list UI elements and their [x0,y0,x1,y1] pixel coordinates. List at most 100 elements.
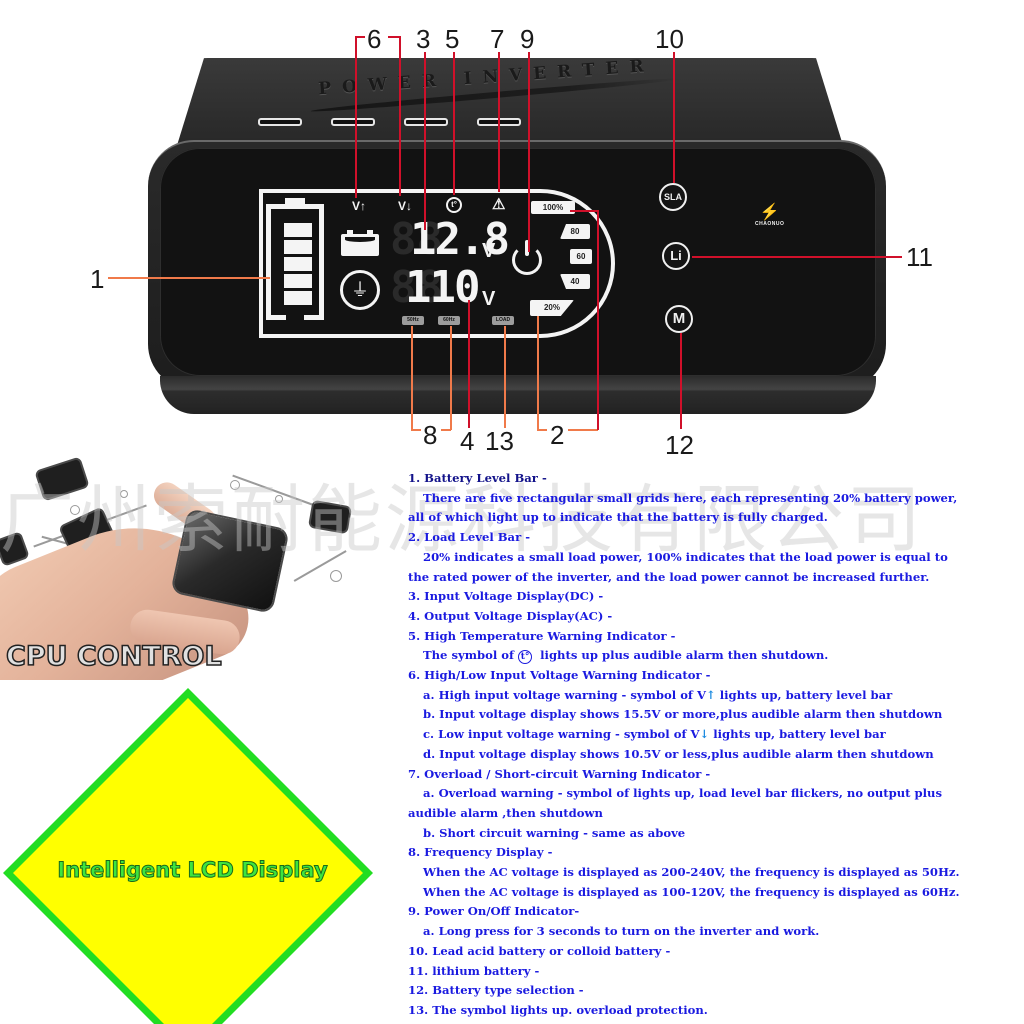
callout-line [680,333,682,429]
lcd-badge-label: Intelligent LCD Display [57,858,328,883]
callout-line [537,316,539,430]
usb-port [258,118,302,126]
lightning-bolt-icon: ⚡ [759,204,780,221]
input-voltage-display: 12.8 [410,214,510,265]
callout-9: 9 [520,24,535,54]
frequency-60hz-tag: 60Hz [438,316,460,325]
chip-icon [36,458,88,500]
desc-item-10: 10. Lead acid battery or colloid battery… [408,943,671,958]
desc-item-8: 8. Frequency Display - When the AC volta… [408,845,960,899]
callout-line [504,326,506,428]
callout-line [355,36,365,38]
load-level-80: 80 [560,224,590,239]
load-tag: LOAD [492,316,514,325]
battery-cell [284,223,312,237]
callout-line [568,429,598,431]
cpu-control-illustration [0,455,400,680]
lcd-display-frame [259,189,615,338]
callout-line [108,277,270,279]
high-voltage-icon: V↑ [352,199,367,213]
feature-description-list: 1. Battery Level Bar - There are five re… [408,469,1008,1021]
battery-cell [284,240,312,254]
callout-line [528,52,530,252]
device-base [160,376,876,414]
lithium-battery-button[interactable]: Li [662,242,690,270]
callout-line [441,429,451,431]
load-level-20: 20% [530,300,574,316]
callout-4: 4 [460,426,475,456]
mode-button[interactable]: M [665,305,693,333]
circuit-trace [330,570,342,582]
circuit-trace [70,505,80,515]
lcd-display-badge [3,688,373,1024]
desc-item-13: 13. The symbol lights up. overload prote… [408,1002,708,1017]
load-level-40: 40 [560,274,590,289]
battery-cell [284,274,312,288]
callout-11: 11 [906,242,933,272]
car-battery-icon [341,230,379,256]
desc-item-12: 12. Battery type selection - [408,983,584,998]
arrow-up-icon: ↑ [705,687,716,702]
callout-line [537,429,547,431]
usb-port [331,118,375,126]
ac-plug-icon: ⏚ [340,270,380,310]
desc-item-4: 4. Output Voltage Display(AC) - [408,608,613,623]
sla-battery-button[interactable]: SLA [659,183,687,211]
callout-13: 13 [485,426,514,456]
circuit-trace [230,480,240,490]
callout-10: 10 [655,24,684,54]
callout-line [411,326,413,430]
chip-icon [310,502,350,532]
callout-8: 8 [423,420,438,450]
input-voltage-unit: V [482,240,496,262]
callout-1: 1 [90,264,105,294]
lcd-ghost-digits: 88 [390,262,443,313]
brand-logo: ⚡ CHAONUO [755,204,785,228]
low-voltage-icon: V↓ [398,199,413,213]
callout-line [450,326,452,430]
desc-item-6: 6. High/Low Input Voltage Warning Indica… [408,668,943,761]
desc-item-11: 11. lithium battery - [408,963,540,978]
battery-cell [284,291,312,305]
callout-line [424,52,426,230]
callout-5: 5 [445,24,460,54]
arrow-down-icon: ↓ [699,727,710,742]
output-voltage-display: 110 [405,262,480,313]
desc-item-2: 2. Load Level Bar - 20% indicates a smal… [408,530,948,584]
output-voltage-unit: V [482,288,496,310]
desc-item-9: 9. Power On/Off Indicator- a. Long press… [408,904,820,939]
callout-line [453,52,455,195]
usb-port [404,118,448,126]
callout-line [570,210,598,212]
battery-notch [286,311,304,323]
callout-3: 3 [416,24,431,54]
callout-line [692,256,902,258]
callout-line [498,52,500,192]
callout-line [411,429,421,431]
load-level-100: 100% [531,201,575,214]
callout-line [673,52,675,183]
lcd-ghost-digits: 88 [390,214,443,265]
callout-line [399,36,401,196]
desc-item-5: 5. High Temperature Warning Indicator - … [408,628,829,665]
overload-warning-icon: ⚠ [492,196,506,213]
desc-item-7: 7. Overload / Short-circuit Warning Indi… [408,766,943,840]
cpu-control-label: CPU CONTROL [5,640,222,673]
callout-12: 12 [665,430,694,460]
frequency-50hz-tag: 50Hz [402,316,424,325]
callout-6: 6 [367,24,382,54]
circuit-trace [120,490,128,498]
circuit-trace [275,495,283,503]
callout-line [355,36,357,198]
callout-line [468,300,470,428]
power-icon [512,240,542,275]
circuit-trace [232,474,318,507]
temperature-icon: t° [446,197,462,213]
battery-cap [285,198,305,206]
load-level-60: 60 [570,249,592,264]
callout-7: 7 [490,24,505,54]
desc-item-1: 1. Battery Level Bar - There are five re… [408,471,958,525]
callout-line [388,36,400,38]
callout-2: 2 [550,420,565,450]
temperature-symbol-icon: t° [518,650,533,665]
